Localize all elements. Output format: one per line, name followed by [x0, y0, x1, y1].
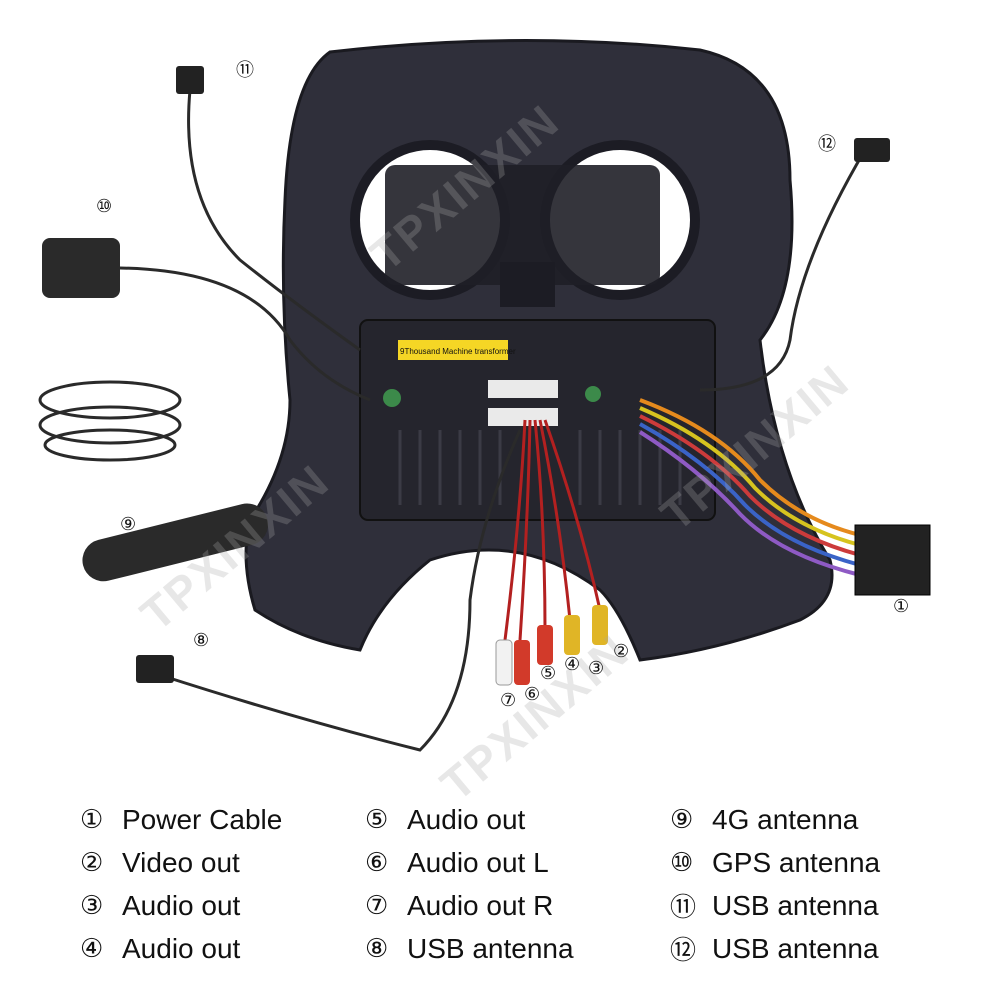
rca-plugs [495, 605, 608, 686]
callout-4: ④ [564, 654, 581, 675]
callout-12: ⑫ [818, 134, 836, 155]
usb-plug-12 [854, 138, 890, 162]
coiled-cables [38, 380, 182, 462]
gps-port [383, 389, 401, 407]
usb-plug-11 [176, 66, 204, 94]
callout-8: ⑧ [193, 630, 210, 651]
callout-5: ⑤ [540, 663, 557, 684]
usb-plug-8 [136, 655, 174, 683]
callout-2: ② [613, 641, 630, 662]
callout-6: ⑥ [524, 684, 541, 705]
wire-harness [638, 398, 861, 577]
rca-cables [503, 419, 602, 641]
callout-11: ⑪ [236, 60, 254, 81]
gauge-screen [385, 165, 660, 285]
power-plug [854, 524, 931, 596]
4g-antenna [82, 503, 269, 582]
yellow-sticker [398, 340, 508, 360]
sticker-text: 9Thousand Machine transformer [400, 347, 516, 356]
gps-antenna [42, 238, 120, 298]
green-port [585, 386, 601, 402]
product-photo: 9Thousand Machine transformer [38, 39, 931, 752]
callout-3: ③ [588, 658, 605, 679]
callout-7: ⑦ [500, 690, 517, 711]
gps-cable [119, 266, 371, 402]
callout-9: ⑨ [120, 514, 137, 535]
callout-1: ① [893, 596, 910, 617]
center-tab [500, 262, 555, 307]
white-connector-top [488, 380, 558, 398]
callout-10: ⑩ [96, 196, 113, 217]
heatsink-fins [398, 430, 682, 505]
usb-cables [159, 89, 867, 752]
